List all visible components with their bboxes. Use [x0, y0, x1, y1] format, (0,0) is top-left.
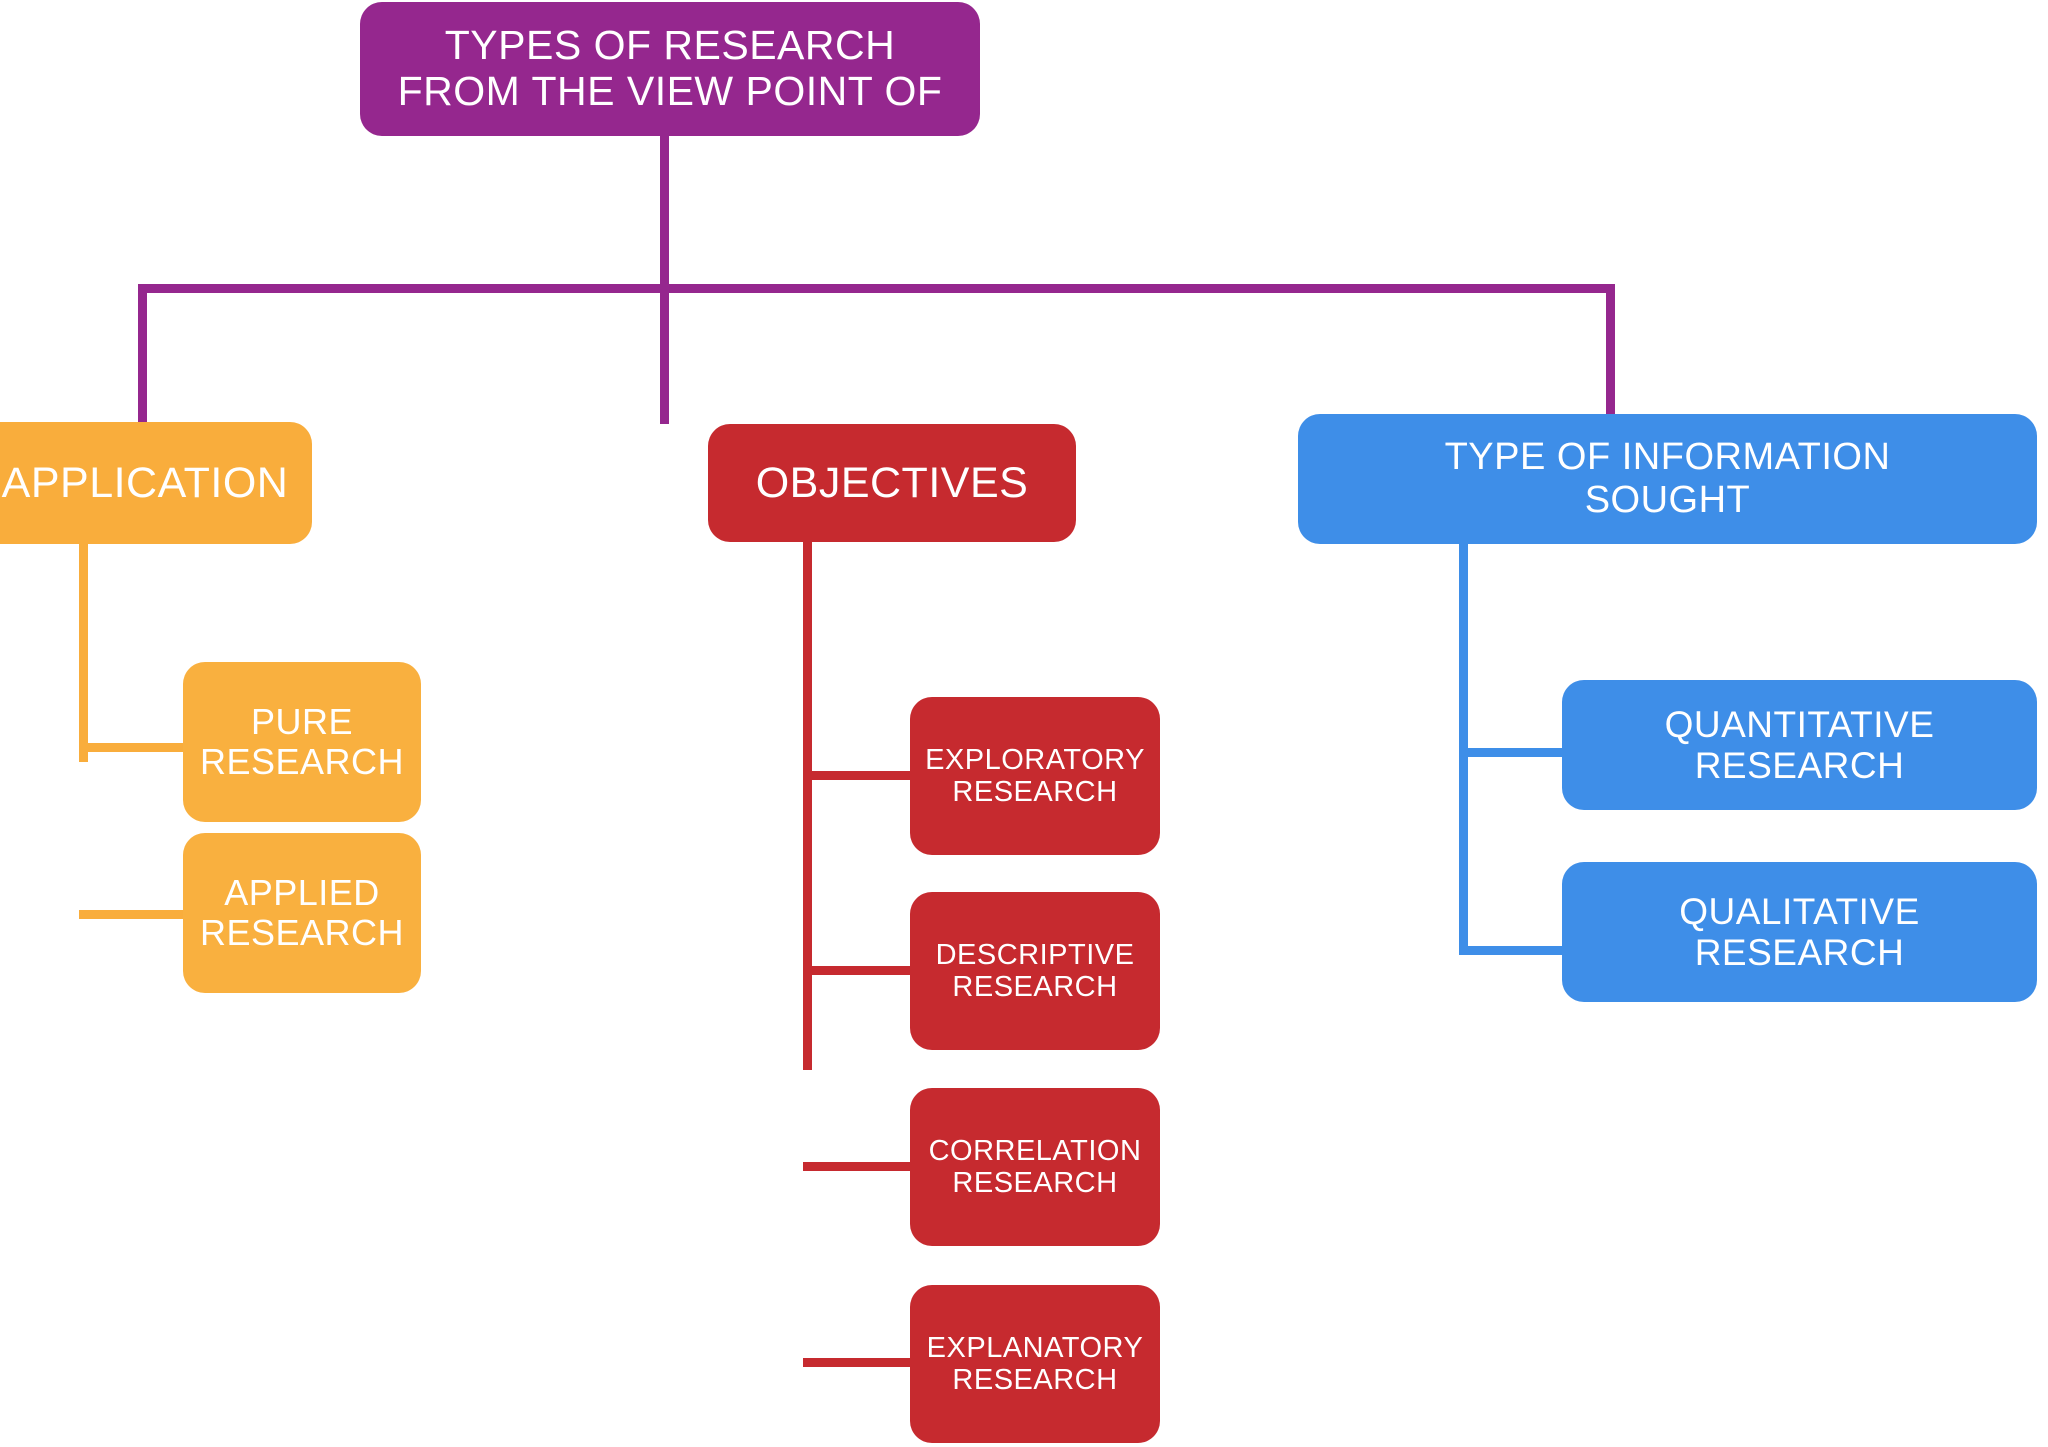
leaf-node-explanatory-research[interactable]: EXPLANATORY RESEARCH: [910, 1285, 1160, 1443]
connector-application-stub-1: [79, 743, 189, 752]
connector-root-horizontal-bar: [138, 284, 1615, 293]
leaf-node-applied-research[interactable]: APPLIED RESEARCH: [183, 833, 421, 993]
leaf-node-quantitative-research[interactable]: QUANTITATIVE RESEARCH: [1562, 680, 2037, 810]
connector-objectives-spine: [803, 542, 812, 1070]
connector-application-stub-2: [79, 910, 189, 919]
connector-information-stub-2: [1459, 946, 1571, 955]
connector-application-spine: [79, 544, 88, 762]
connector-root-stem: [660, 134, 669, 292]
leaf-node-descriptive-research[interactable]: DESCRIPTIVE RESEARCH: [910, 892, 1160, 1050]
connector-objectives-stub-3: [803, 1162, 918, 1171]
connector-root-drop-middle: [660, 284, 669, 424]
connector-objectives-stub-1: [803, 771, 918, 780]
connector-objectives-stub-4: [803, 1358, 918, 1367]
branch-node-application[interactable]: APPLICATION: [0, 422, 312, 544]
root-node-types-of-research[interactable]: TYPES OF RESEARCH FROM THE VIEW POINT OF: [360, 2, 980, 136]
leaf-node-exploratory-research[interactable]: EXPLORATORY RESEARCH: [910, 697, 1160, 855]
connector-information-stub-1: [1459, 748, 1571, 757]
connector-root-drop-right: [1606, 284, 1615, 416]
branch-node-type-of-information-sought[interactable]: TYPE OF INFORMATION SOUGHT: [1298, 414, 2037, 544]
leaf-node-qualitative-research[interactable]: QUALITATIVE RESEARCH: [1562, 862, 2037, 1002]
leaf-node-correlation-research[interactable]: CORRELATION RESEARCH: [910, 1088, 1160, 1246]
branch-node-objectives[interactable]: OBJECTIVES: [708, 424, 1076, 542]
connector-objectives-stub-2: [803, 966, 918, 975]
connector-root-drop-left: [138, 284, 147, 424]
leaf-node-pure-research[interactable]: PURE RESEARCH: [183, 662, 421, 822]
